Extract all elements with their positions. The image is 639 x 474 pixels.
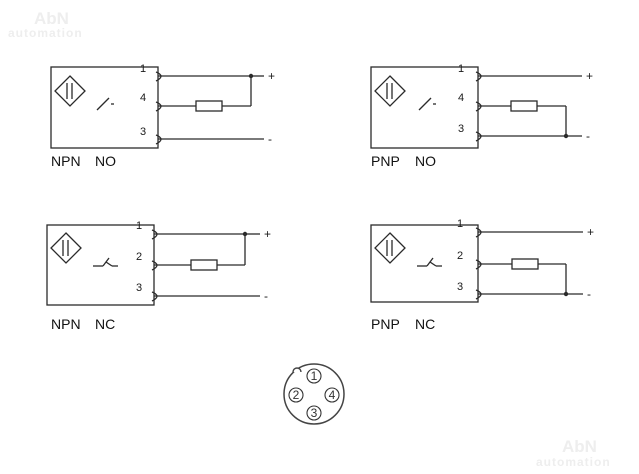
connector-key-notch: [292, 367, 302, 373]
sensor-mode-label: NC: [415, 316, 435, 332]
sensor-mode-label: NO: [95, 153, 116, 169]
pin-label: 3: [457, 281, 463, 293]
diagram-pnp-no: 1 4 3 + - PNP NO: [370, 63, 593, 169]
sensor-box: [50, 66, 159, 149]
minus-label: -: [264, 289, 268, 303]
connector-pin-3: 3: [306, 405, 322, 421]
no-switch-icon: [418, 97, 436, 111]
pin-label: 1: [140, 63, 146, 75]
pin-label: 3: [140, 126, 146, 138]
watermark-sub: automation: [536, 455, 611, 469]
watermark-top-left: AbN automation: [8, 9, 83, 40]
pin-label: 1: [457, 218, 463, 230]
watermark-bottom-right: AbN automation: [536, 437, 611, 469]
sensor-symbol-icon: [374, 232, 406, 264]
sensor-mode-label: NC: [95, 316, 115, 332]
diagram-npn-no: 1 4 3 + - NPN NO: [50, 63, 275, 169]
pin-label: 2: [457, 250, 463, 262]
sensor-box: [46, 224, 155, 306]
diagram-npn-nc: 1 2 3 + - NPN NC: [46, 220, 271, 332]
connector-pin-1: 1: [306, 368, 322, 384]
pin-label: 3: [136, 282, 142, 294]
sensor-symbol-icon: [54, 75, 86, 107]
connector-pin-2: 2: [288, 387, 304, 403]
pin-label: 4: [458, 92, 464, 104]
sensor-symbol-icon: [50, 232, 82, 264]
watermark-brand: AbN: [562, 437, 597, 456]
nc-switch-icon: [417, 257, 442, 267]
minus-label: -: [587, 287, 591, 301]
sensor-type-label: PNP: [371, 153, 400, 169]
connector-pin-label: 3: [311, 406, 318, 420]
sensor-box: [370, 224, 479, 303]
connector-pinout: 1 2 3 4: [283, 363, 345, 425]
connector-pin-label: 4: [329, 388, 336, 402]
minus-label: -: [268, 132, 272, 146]
nc-switch-icon: [93, 257, 118, 267]
no-switch-icon: [96, 97, 114, 111]
load-resistor: [511, 258, 539, 270]
connector-outline: [283, 363, 345, 425]
plus-label: +: [586, 69, 593, 83]
sensor-box: [370, 66, 479, 149]
plus-label: +: [268, 69, 275, 83]
pin-label: 1: [458, 63, 464, 75]
connector-pin-4: 4: [324, 387, 340, 403]
diagram-pnp-nc: 1 2 3 + - PNP NC: [370, 218, 594, 332]
sensor-type-label: NPN: [51, 153, 81, 169]
load-resistor: [195, 100, 223, 112]
sensor-symbol-icon: [374, 75, 406, 107]
connector-pin-label: 1: [311, 369, 318, 383]
pin-label: 2: [136, 251, 142, 263]
sensor-type-label: NPN: [51, 316, 81, 332]
plus-label: +: [264, 227, 271, 241]
load-resistor: [510, 100, 538, 112]
pin-label: 3: [458, 123, 464, 135]
connector-pin-label: 2: [293, 388, 300, 402]
watermark-brand: AbN: [34, 9, 69, 28]
watermark-sub: automation: [8, 26, 83, 40]
sensor-mode-label: NO: [415, 153, 436, 169]
pin-label: 4: [140, 92, 146, 104]
sensor-type-label: PNP: [371, 316, 400, 332]
minus-label: -: [586, 129, 590, 143]
plus-label: +: [587, 225, 594, 239]
load-resistor: [190, 259, 218, 271]
pin-label: 1: [136, 220, 142, 232]
